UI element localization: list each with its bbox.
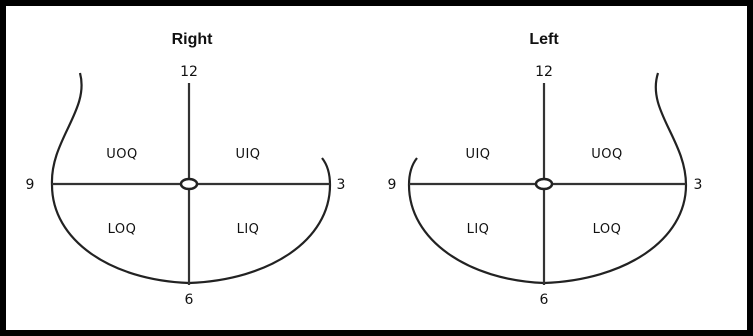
right-clock-12: 12 (180, 64, 198, 80)
left-clock-12: 12 (535, 64, 553, 80)
right-quadrant-lower-inner: LIQ (237, 222, 260, 237)
right-title: Right (172, 31, 214, 48)
right-clock-6: 6 (185, 292, 194, 308)
right-quadrant-lower-outer: LOQ (108, 222, 137, 237)
left-breast-outline (407, 72, 688, 285)
left-quadrant-lower-inner: LIQ (467, 222, 490, 237)
right-quadrant-upper-inner: UIQ (235, 147, 260, 162)
right-clock-9: 9 (26, 177, 35, 193)
left-nipple-marker (534, 177, 554, 191)
right-clock-3: 3 (337, 177, 346, 193)
left-clock-3: 3 (694, 177, 703, 193)
left-clock-9: 9 (388, 177, 397, 193)
left-breast-diagram: Left 12 9 3 6 UIQ UOQ LIQ LOQ (388, 31, 703, 308)
right-nipple-marker (179, 177, 199, 191)
right-breast-diagram: Right 12 9 3 6 UOQ UIQ LOQ LIQ (26, 31, 346, 308)
right-quadrant-upper-outer: UOQ (106, 147, 137, 162)
left-clock-6: 6 (540, 292, 549, 308)
left-title: Left (529, 31, 559, 48)
left-quadrant-upper-inner: UIQ (465, 147, 490, 162)
left-quadrant-lower-outer: LOQ (593, 222, 622, 237)
left-quadrant-upper-outer: UOQ (591, 147, 622, 162)
